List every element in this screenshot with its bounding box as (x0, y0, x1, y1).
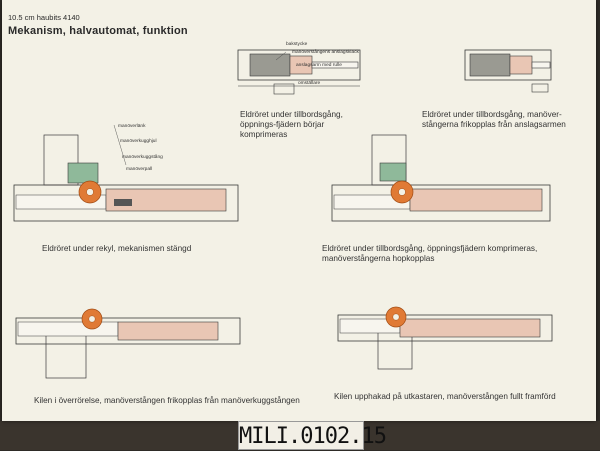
detail-diagram-2 (464, 49, 552, 93)
poster: 10.5 cm haubits 4140 Mekanism, halvautom… (2, 0, 596, 421)
poster-title: Mekanism, halvautomat, funktion (8, 25, 188, 37)
poster-subtitle: 10.5 cm haubits 4140 (8, 13, 80, 22)
mechanism-diagram-2 (331, 134, 551, 222)
detail-diagram-1 (237, 49, 361, 95)
mechanism-diagram-3 (15, 308, 241, 379)
mechanism-diagram-4 (337, 306, 553, 370)
caption-bottom-right: Kilen upphakad på utkastaren, manöverstå… (334, 392, 556, 401)
caption-top-middle: Eldröret under tillbordsgång, öppnings-f… (240, 110, 343, 139)
caption-bottom-left: Kilen i överrörelse, manöverstången frik… (34, 396, 300, 405)
label-anslagsklack: manöverstångens anslagsklack (292, 50, 359, 55)
label-omstallare: omställare (298, 81, 321, 86)
label-manoverlank: manöverlänk (118, 124, 146, 129)
mechanism-diagram-1 (13, 124, 239, 222)
caption-top-right: Eldröret under tillbordsgång, manöver-st… (422, 110, 566, 129)
caption-mid-right: Eldröret under tillbordsgång, öppningsfj… (322, 244, 538, 263)
inventory-label: MILI.0102.15 (238, 421, 387, 450)
label-bakstycke: bakstycke (286, 42, 308, 47)
label-manoverkuggstang: manöverkuggstång (122, 155, 163, 160)
caption-mid-left: Eldröret under rekyl, mekanismen stängd (42, 244, 192, 253)
label-manoverpall: manöverpall (126, 167, 153, 172)
label-anslagsarm: anslagsarm med rulle (296, 63, 342, 68)
label-manoverkugghjul: manöverkugghjul (120, 139, 157, 144)
